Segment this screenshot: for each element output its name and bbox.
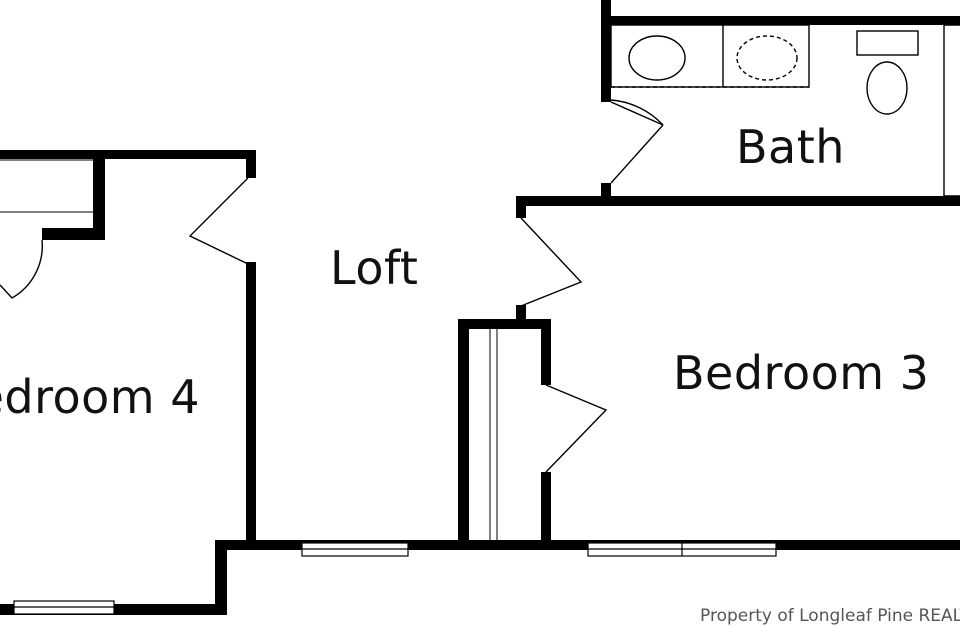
bedroom4-closet-door (0, 239, 43, 299)
room-label-loft: Loft (330, 241, 419, 295)
fixtures (610, 24, 960, 197)
bedroom3-door (520, 217, 583, 307)
windows (13, 542, 777, 615)
doors (0, 99, 664, 473)
watermark: Property of Longleaf Pine REALTORS (700, 606, 960, 626)
loft-bedroom4-door (188, 177, 249, 265)
room-label-bedroom-4: Bedroom 4 (0, 370, 200, 424)
room-label-bedroom-3: Bedroom 3 (673, 346, 930, 400)
room-label-bedroom-4-clip: Bedroom 4 (0, 370, 200, 430)
closet-shelving (0, 159, 498, 540)
watermark-clip: Property of Longleaf Pine REALTORS (700, 606, 960, 627)
room-label-bath: Bath (736, 120, 845, 174)
bath-door-swing (610, 99, 664, 126)
closet-door (545, 384, 608, 473)
bath-door (610, 101, 664, 184)
